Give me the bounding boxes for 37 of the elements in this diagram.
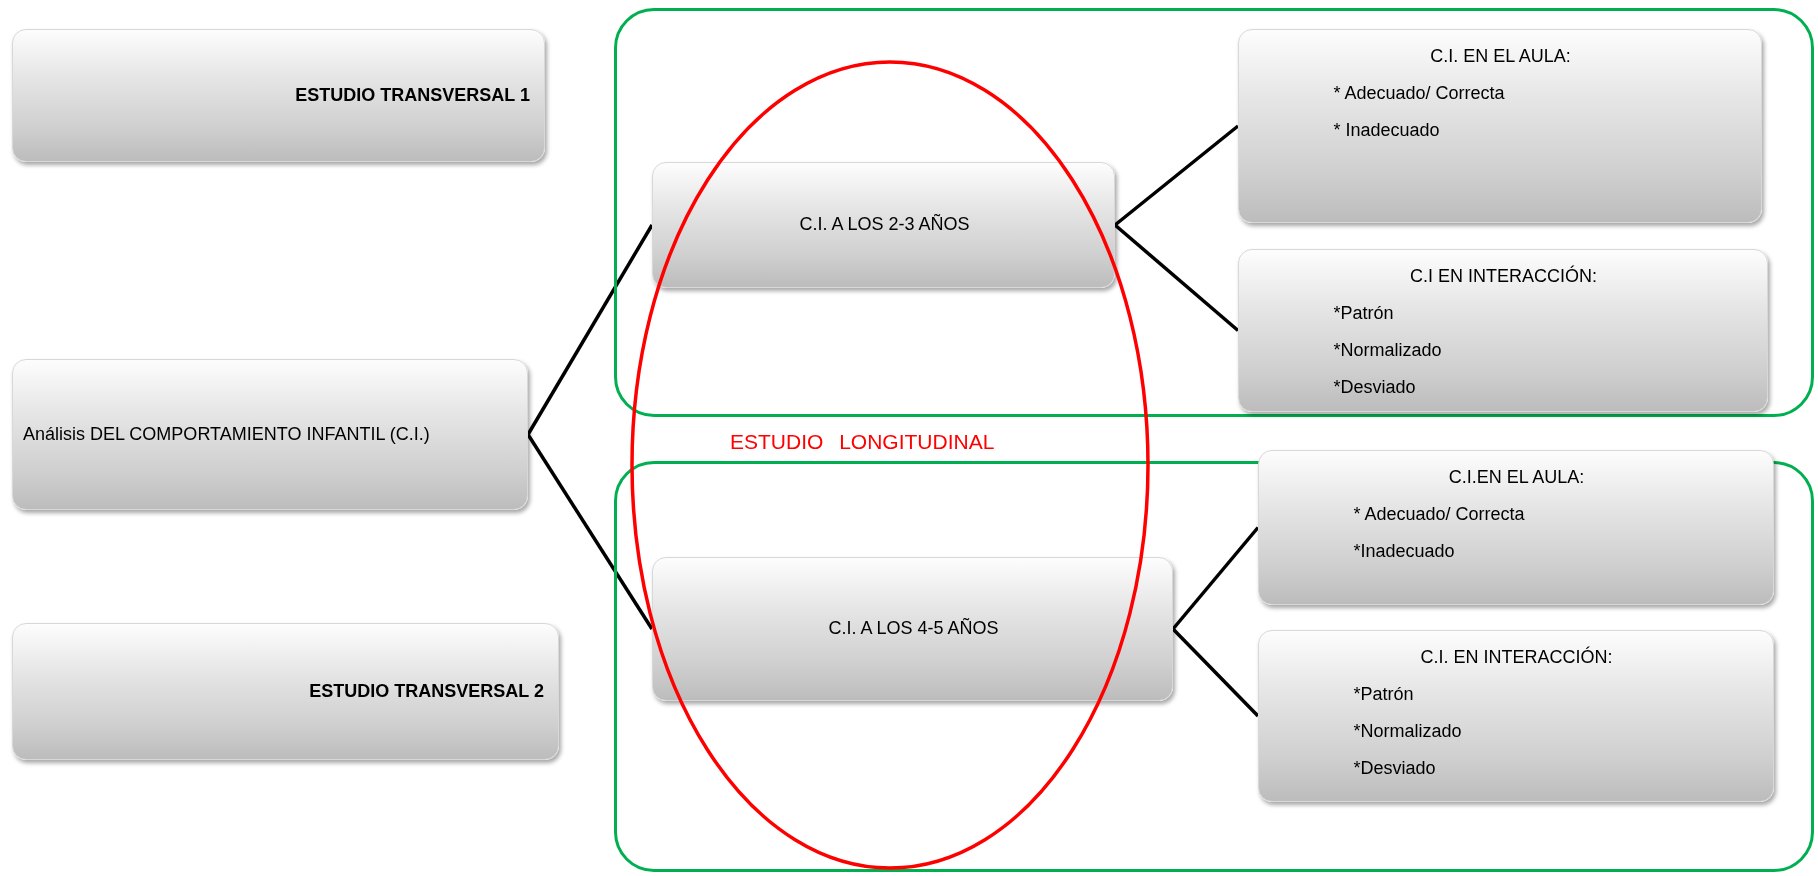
list-item: * Adecuado/ Correcta — [1333, 82, 1505, 104]
rounded-box — [1237, 28, 1762, 223]
rounded-box — [1257, 449, 1774, 605]
list-item: *Patrón — [1353, 683, 1414, 705]
box-label: Análisis DEL COMPORTAMIENTO INFANTIL (C.I.) — [23, 423, 430, 445]
connector-line — [1171, 627, 1260, 718]
connector-line — [1171, 526, 1260, 631]
ellipse-outline — [630, 60, 1150, 870]
box-heading: C.I. EN INTERACCIÓN: — [1419, 646, 1614, 668]
rounded-box — [12, 359, 528, 510]
list-item: *Desviado — [1353, 757, 1436, 779]
rounded-box — [12, 623, 559, 760]
list-item: * Inadecuado — [1333, 119, 1440, 141]
list-item: *Inadecuado — [1353, 540, 1455, 562]
box-heading: C.I EN INTERACCIÓN: — [1409, 265, 1598, 287]
connector-line — [526, 224, 654, 436]
connector-line — [1113, 124, 1240, 227]
box-heading: C.I. EN EL AULA: — [1429, 45, 1572, 67]
box-heading: C.I.EN EL AULA: — [1447, 466, 1586, 488]
box-label: ESTUDIO TRANSVERSAL 2 — [309, 680, 544, 702]
rounded-box — [652, 162, 1115, 288]
connector-line — [526, 433, 654, 630]
rounded-box — [1257, 629, 1774, 802]
group-frame — [614, 8, 1814, 417]
list-item: * Adecuado/ Correcta — [1353, 503, 1525, 525]
ellipse-label: ESTUDIO LONGITUDINAL — [730, 430, 995, 454]
box-label: C.I. A LOS 4-5 AÑOS — [827, 618, 1000, 639]
box-label: ESTUDIO TRANSVERSAL 1 — [295, 84, 530, 106]
rounded-box — [652, 557, 1173, 701]
list-item: *Desviado — [1333, 376, 1416, 398]
list-item: *Normalizado — [1333, 339, 1442, 361]
list-item: *Normalizado — [1353, 720, 1462, 742]
connector-line — [1113, 223, 1240, 332]
list-item: *Patrón — [1333, 302, 1394, 324]
box-label: C.I. A LOS 2-3 AÑOS — [798, 214, 971, 235]
rounded-box — [1237, 248, 1768, 412]
rounded-box — [12, 29, 545, 162]
